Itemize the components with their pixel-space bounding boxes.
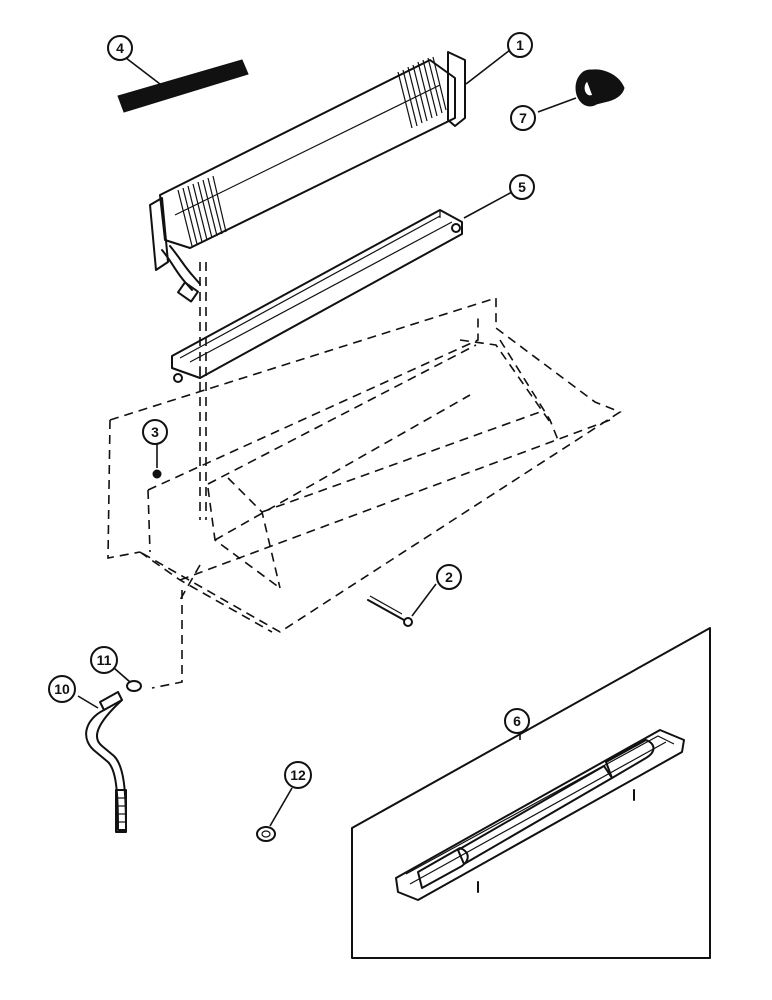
alignment-lines (151, 262, 207, 689)
callout-5: 5 (509, 174, 535, 200)
callout-circle (107, 35, 133, 61)
part-grommet (256, 826, 276, 842)
callout-circle (507, 32, 533, 58)
callout-circle (509, 174, 535, 200)
callout-circle (48, 675, 76, 703)
callout-4: 4 (107, 35, 133, 61)
callout-number: 10 (54, 681, 70, 697)
heater-core-fins-right (397, 56, 447, 129)
housing-outline (107, 296, 622, 633)
callout-7: 7 (510, 105, 536, 131)
callout-circle (504, 708, 530, 734)
callout-number: 2 (445, 569, 453, 585)
part-clamp (126, 680, 142, 692)
part-drain-pan-assembly (395, 729, 685, 901)
callout-number: 7 (519, 110, 527, 126)
callout-11: 11 (90, 646, 118, 674)
callout-circle (436, 564, 462, 590)
callout-circle (90, 646, 118, 674)
callout-2: 2 (436, 564, 462, 590)
callout-number: 1 (516, 37, 524, 53)
callout-6: 6 (504, 708, 530, 734)
leader-lines (77, 49, 577, 827)
part-heater-core (149, 51, 466, 303)
callout-12: 12 (284, 761, 312, 789)
part-drain-pan (171, 209, 463, 383)
heater-core-fins-left (177, 175, 227, 247)
inset-box (351, 627, 711, 959)
part-seal-strip (117, 59, 249, 113)
callout-number: 6 (513, 713, 521, 729)
callout-circle (284, 761, 312, 789)
callout-number: 11 (97, 652, 112, 668)
callout-number: 3 (151, 424, 159, 440)
callout-circle (142, 419, 168, 445)
callout-1: 1 (507, 32, 533, 58)
callout-3: 3 (142, 419, 168, 445)
callout-number: 12 (290, 767, 306, 783)
callout-number: 4 (116, 40, 124, 56)
callout-number: 5 (518, 179, 526, 195)
part-bolt (367, 595, 413, 627)
part-nut (152, 469, 162, 479)
callout-10: 10 (48, 675, 76, 703)
part-tape-roll (575, 69, 625, 107)
callout-circle (510, 105, 536, 131)
part-drain-hose (85, 691, 127, 833)
